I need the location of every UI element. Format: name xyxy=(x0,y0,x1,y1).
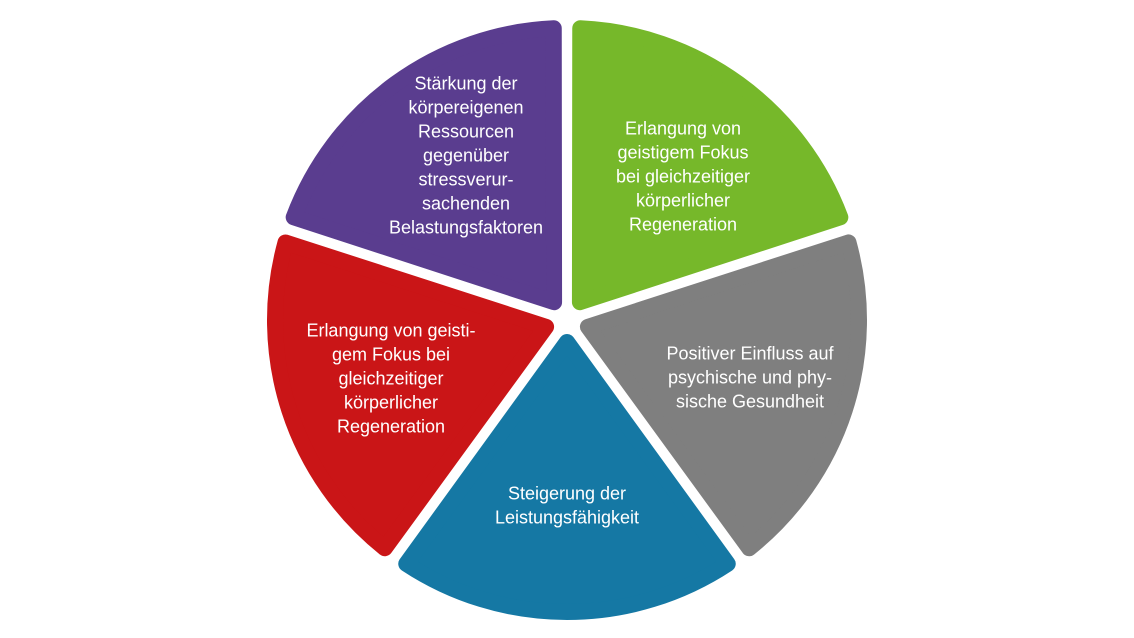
segment-label-line: Belastungsfaktoren xyxy=(389,217,543,237)
segment-strengthen-resources xyxy=(285,20,563,311)
segment-label-line: gem Fokus bei xyxy=(332,344,450,364)
segment-label-line: Steigerung der xyxy=(508,483,626,503)
segment-label-line: sische Gesundheit xyxy=(676,391,824,411)
segment-label-line: Leistungsfähigkeit xyxy=(495,507,639,527)
segment-performance-increase xyxy=(398,334,736,621)
segment-label-line: Regeneration xyxy=(629,214,737,234)
segment-label-line: Erlangung von xyxy=(625,118,741,138)
segment-label-line: körperlicher xyxy=(344,392,438,412)
segment-label-line: Regeneration xyxy=(337,416,445,436)
segment-label-line: Erlangung von geisti- xyxy=(306,320,475,340)
segment-label-focus-regeneration-left: Erlangung von geisti-gem Fokus bei gleich… xyxy=(306,320,475,436)
segment-label-line: Ressourcen xyxy=(418,121,514,141)
segment-focus-regeneration-topright xyxy=(571,20,849,311)
segment-label-focus-regeneration-topright: Erlangung von geistigem Fokus bei gleichze… xyxy=(616,118,750,234)
segment-label-line: gegenüber xyxy=(423,145,509,165)
segment-focus-regeneration-left xyxy=(267,234,555,557)
segment-label-line: stressverur- xyxy=(418,169,513,189)
segment-label-line: Stärkung der xyxy=(414,73,517,93)
segment-label-line: gleichzeitiger xyxy=(338,368,443,388)
segment-label-line: körperlicher xyxy=(636,190,730,210)
segment-label-line: bei gleichzeitiger xyxy=(616,166,750,186)
segment-positive-health-influence xyxy=(579,234,867,557)
segment-label-line: körpereigenen xyxy=(408,97,523,117)
segment-label-positive-health-influence: Positiver Einfluss auf psychische und phy… xyxy=(666,343,834,411)
segment-label-line: geistigem Fokus xyxy=(617,142,748,162)
segment-label-line: Positiver Einfluss auf xyxy=(666,343,834,363)
segment-label-line: sachenden xyxy=(422,193,510,213)
segment-label-line: psychische und phy- xyxy=(668,367,832,387)
